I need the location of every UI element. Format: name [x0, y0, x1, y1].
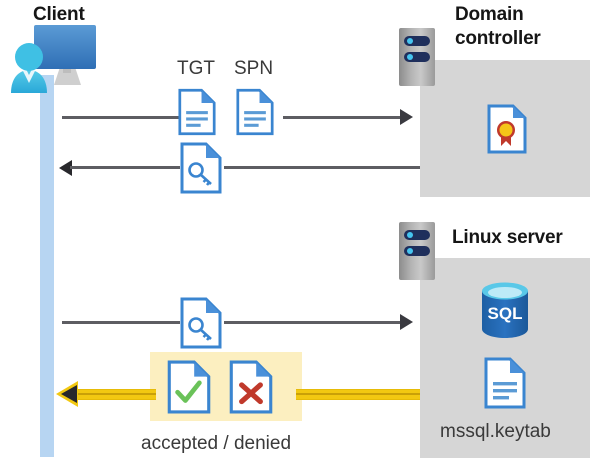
spn-document-icon	[236, 88, 274, 136]
sql-database-icon: SQL	[479, 281, 531, 339]
client-lifeline	[40, 75, 54, 457]
message-3-key-document-icon	[180, 297, 222, 349]
linux-server-label: Linux server	[452, 227, 563, 248]
message-1-line-left	[62, 116, 182, 119]
message-4-line-right	[296, 389, 420, 400]
message-3-line-left	[62, 321, 180, 324]
message-1-line-right	[283, 116, 401, 119]
message-3-line-right	[224, 321, 401, 324]
keytab-label: mssql.keytab	[440, 421, 551, 442]
accepted-denied-label: accepted / denied	[141, 433, 292, 454]
message-2-line-left	[70, 166, 180, 169]
spn-label: SPN	[234, 58, 274, 79]
certificate-document-icon	[487, 104, 527, 154]
message-4-line-left	[66, 389, 156, 400]
client-label: Client	[33, 4, 85, 25]
message-1-arrowhead	[400, 109, 413, 125]
denied-document-icon	[228, 360, 274, 414]
keytab-document-icon	[484, 357, 526, 409]
message-2-line-right	[224, 166, 420, 169]
domain-controller-label-line1: Domain	[455, 4, 524, 25]
tgt-document-icon	[178, 88, 216, 136]
domain-controller-label-line2: controller	[455, 28, 541, 49]
domain-controller-server-rack-icon	[399, 28, 435, 86]
accepted-document-icon	[166, 360, 212, 414]
message-2-arrowhead	[59, 160, 72, 176]
message-2-key-document-icon	[180, 142, 222, 194]
linux-server-server-rack-icon	[399, 222, 435, 280]
client-workstation-icon	[5, 23, 97, 93]
message-3-arrowhead	[400, 314, 413, 330]
sql-text: SQL	[488, 304, 523, 323]
tgt-label: TGT	[177, 58, 215, 79]
